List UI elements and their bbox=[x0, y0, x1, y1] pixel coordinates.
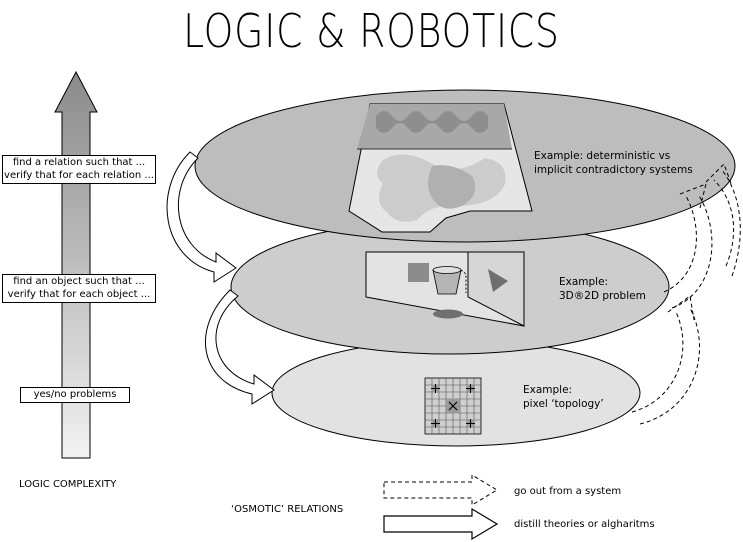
pixel-grid-figure bbox=[424, 377, 482, 435]
legend-title: ‘OSMOTIC’ RELATIONS bbox=[231, 504, 344, 515]
legend-solid-arrow bbox=[383, 507, 499, 541]
distill-arrow-top-to-mid bbox=[166, 151, 237, 283]
level-mid-label: find an object such that ... verify that… bbox=[2, 274, 156, 303]
go-out-arrows bbox=[631, 163, 741, 425]
legend-solid-label: distill theories or algharitms bbox=[514, 519, 655, 530]
page-title: LOGIC & ROBOTICS bbox=[183, 4, 560, 58]
legend-dashed-arrow bbox=[383, 474, 498, 506]
layer-mid-note: Example: 3D®2D problem bbox=[559, 276, 646, 302]
distill-arrow-mid-to-low bbox=[205, 289, 275, 405]
axis-label: LOGIC COMPLEXITY bbox=[19, 479, 117, 490]
system-map-figure bbox=[348, 103, 533, 233]
level-top-label: find a relation such that ... verify tha… bbox=[2, 155, 156, 184]
layer-top-note: Example: deterministic vs implicit contr… bbox=[534, 150, 693, 176]
level-low-label: yes/no problems bbox=[20, 387, 130, 403]
projection-box-figure bbox=[365, 251, 525, 327]
legend-dashed-label: go out from a system bbox=[514, 486, 622, 497]
layer-low-note: Example: pixel ‘topology’ bbox=[523, 384, 604, 410]
